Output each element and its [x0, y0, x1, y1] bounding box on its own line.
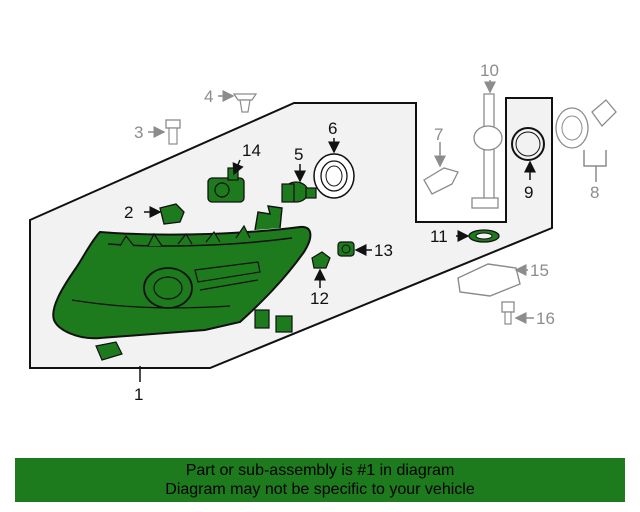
callout-11: 11: [430, 227, 448, 246]
seal-ring-part-9: [511, 127, 545, 161]
callout-3: 3: [134, 123, 143, 142]
leader-lines: [139, 80, 607, 382]
ballast-part-15: [457, 263, 521, 297]
bulb-part-5[interactable]: [281, 181, 317, 203]
callout-1: 1: [134, 385, 143, 404]
bulb-set-part-8: [555, 99, 617, 149]
callout-13: 13: [374, 241, 393, 260]
screw-part-3: [165, 119, 181, 145]
cover-part-6: [313, 153, 355, 199]
diagram-notice-banner: Part or sub-assembly is #1 in diagram Di…: [15, 458, 625, 502]
callout-8: 8: [590, 183, 599, 202]
headlamp-assembly-part-1[interactable]: [52, 205, 312, 361]
clip-part-4: [232, 93, 258, 113]
callout-6: 6: [328, 119, 337, 138]
callout-12: 12: [310, 289, 329, 308]
callout-4: 4: [204, 87, 213, 106]
actuator-part-10: [471, 93, 503, 209]
bulb-part-7: [423, 167, 459, 195]
notice-line-2: Diagram may not be specific to your vehi…: [165, 481, 475, 498]
callout-7: 7: [434, 125, 443, 144]
callout-5: 5: [294, 145, 303, 164]
callout-2: 2: [124, 203, 133, 222]
callout-10: 10: [480, 61, 499, 80]
notice-line-1: Part or sub-assembly is #1 in diagram: [185, 462, 455, 479]
socket-part-13[interactable]: [337, 241, 355, 257]
gasket-part-11[interactable]: [468, 229, 500, 243]
bolt-part-16: [501, 301, 515, 325]
callout-15: 15: [530, 261, 549, 280]
clip-part-2[interactable]: [159, 203, 185, 225]
bulb-part-12[interactable]: [311, 251, 331, 269]
callout-14: 14: [242, 141, 261, 160]
callout-16: 16: [536, 309, 555, 328]
callout-9: 9: [524, 183, 533, 202]
